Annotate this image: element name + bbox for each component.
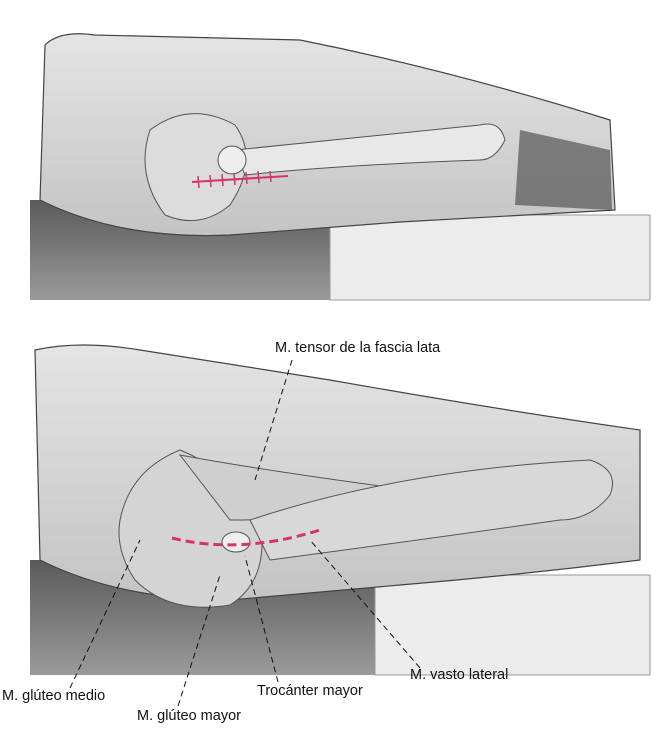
bottom-panel-exposure [30,344,651,707]
label-tensor-fascia-lata: M. tensor de la fascia lata [275,340,441,356]
label-trocanter-mayor: Trocánter mayor [257,683,363,699]
femoral-head [217,145,247,175]
label-gluteo-mayor: M. glúteo mayor [137,708,241,724]
femur [234,123,506,176]
incision-line [191,175,289,183]
knee-drape [515,130,612,210]
greater-trochanter [221,531,251,553]
table-right [374,574,651,676]
label-gluteo-medio: M. glúteo medio [2,688,106,704]
vastus-lateralis-muscle [249,459,613,561]
incision-stitches [197,170,272,189]
table-right [329,214,651,301]
incision-dashed-line [171,528,321,547]
label-vasto-lateral: M. vasto lateral [410,667,509,683]
pelvis [144,113,247,222]
leader-lines [69,359,421,707]
top-panel-leg-incision [30,33,651,301]
